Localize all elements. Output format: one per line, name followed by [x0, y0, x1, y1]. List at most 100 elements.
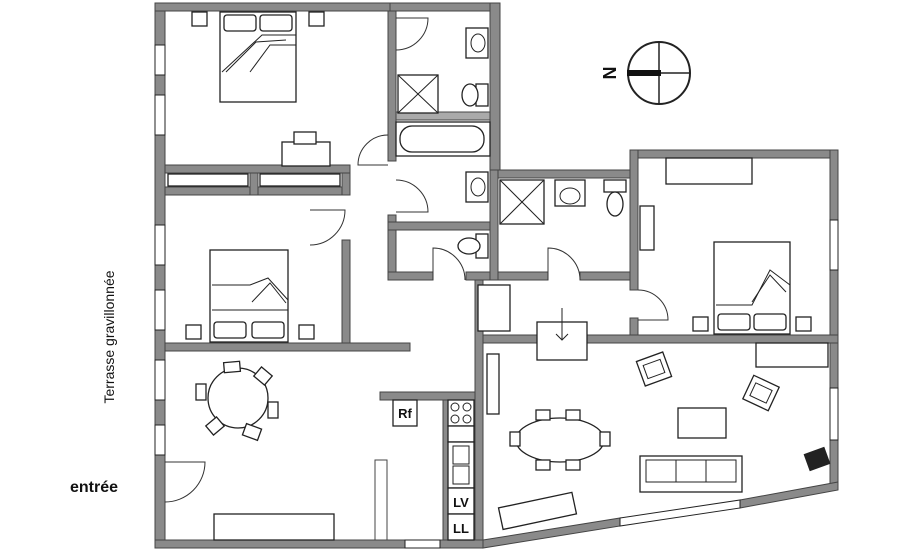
counter-segment: [447, 425, 475, 443]
window-west-1: [154, 44, 166, 76]
wall-living-south-b: [739, 481, 839, 509]
stove-icon: [447, 399, 475, 427]
wall-bedroom3-east-a: [829, 149, 839, 221]
bed-icon: [219, 11, 297, 103]
living-room: [486, 342, 831, 531]
washing-machine: LL: [447, 513, 475, 541]
wall-bedroom2-east: [341, 239, 351, 346]
bedroom-3: [639, 157, 812, 335]
wall-living-east-a: [829, 342, 839, 389]
window-south-angled: [619, 499, 741, 527]
wall-north-bedroom1: [154, 2, 391, 12]
door-bedroom3: [637, 289, 669, 321]
wall-north-bath: [389, 2, 501, 12]
compass-north-label: N: [600, 67, 620, 80]
wall-wc-right: [489, 169, 499, 281]
wall-bedroom2-south: [164, 342, 411, 352]
bookshelf: [486, 353, 500, 415]
telephone-icon: [803, 446, 831, 472]
terrace-label: Terrasse gravillonnée: [101, 270, 117, 403]
window-south-kitchen: [404, 539, 441, 549]
wall-south-dining: [154, 539, 406, 549]
sink-icon-2: [465, 171, 489, 203]
fridge-label: Rf: [398, 406, 412, 421]
entrance-label: entrée: [70, 479, 118, 496]
shelf: [639, 205, 655, 251]
round-dining-table: [195, 360, 279, 442]
window-west-6: [154, 424, 166, 456]
dining-table-icon: [509, 409, 611, 471]
sideboard: [213, 513, 335, 541]
bath-partition: [395, 111, 491, 121]
bedroom-2: [185, 249, 315, 343]
compass-north-icon: N: [600, 41, 691, 105]
washing-machine-label: LL: [453, 521, 469, 536]
wall-living-east-b: [829, 439, 839, 489]
door-bedroom1: [357, 134, 389, 166]
door-entrance: [164, 461, 206, 503]
wall-closet-divider: [249, 172, 259, 196]
desk-chair: [293, 131, 317, 145]
door-bath1: [395, 17, 429, 51]
nightstand-right-1: [308, 11, 325, 27]
wardrobe-3: [665, 157, 753, 185]
window-west-5: [154, 359, 166, 401]
coffee-table: [677, 407, 727, 439]
bedroom-1: [167, 11, 341, 187]
wall-bedroom3-east-b: [829, 269, 839, 336]
tv-unit: [755, 342, 829, 368]
sink-icon-3: [554, 179, 586, 207]
sink-icon: [465, 27, 489, 59]
armchair-icon-2: [741, 374, 781, 412]
wall-east-bath: [489, 2, 501, 179]
door-bedroom2: [309, 209, 346, 246]
console-table: [536, 308, 588, 361]
wall-south-kitchen: [439, 539, 484, 549]
wardrobe-2: [259, 173, 341, 187]
kitchen: Rf LV LL: [392, 399, 475, 541]
dishwasher-label: LV: [453, 495, 469, 510]
armchair-icon: [635, 351, 673, 387]
wall-shower-bottom-a: [497, 271, 549, 281]
wall-bedroom3-west: [629, 149, 639, 291]
dining-partition: [374, 459, 388, 541]
door-bath2: [395, 179, 429, 213]
shower-icon: [397, 74, 439, 114]
door-wc: [432, 247, 466, 281]
wall-wc-top: [387, 221, 499, 231]
shower-icon-2: [499, 179, 545, 225]
bathtub-icon: [395, 121, 491, 157]
nightstand-left-2: [185, 324, 202, 340]
closet-hall: [477, 284, 511, 332]
dishwasher: LV: [447, 487, 475, 515]
kitchen-sink-icon: [447, 441, 475, 489]
bathroom-2: [457, 171, 489, 259]
wall-shower-top: [497, 169, 639, 179]
window-west-4: [154, 289, 166, 331]
wall-bedroom3-north: [629, 149, 839, 159]
nightstand-left-1: [191, 11, 208, 27]
desk: [281, 141, 331, 167]
shower-room: [499, 179, 627, 225]
bed-icon-2: [209, 249, 289, 343]
bathroom-1: [395, 27, 491, 157]
wall-living-north: [474, 334, 839, 344]
windows: [154, 44, 839, 549]
toilet-icon-3: [603, 179, 627, 217]
wall-shower-bottom-b: [579, 271, 636, 281]
doors: [164, 17, 669, 503]
toilet-icon-2: [457, 233, 489, 259]
window-west-3: [154, 224, 166, 266]
wall-closet-end: [341, 172, 351, 196]
wall-wc-bottom-a: [387, 271, 434, 281]
door-shower: [547, 247, 581, 281]
nightstand-right-2: [298, 324, 315, 340]
wardrobe-1: [167, 173, 249, 187]
walls: [154, 2, 839, 549]
sofa-icon: [639, 455, 743, 493]
window-east-1: [829, 219, 839, 271]
low-cabinet: [497, 491, 578, 531]
nightstand-right-3: [795, 316, 812, 332]
window-west-2: [154, 94, 166, 136]
